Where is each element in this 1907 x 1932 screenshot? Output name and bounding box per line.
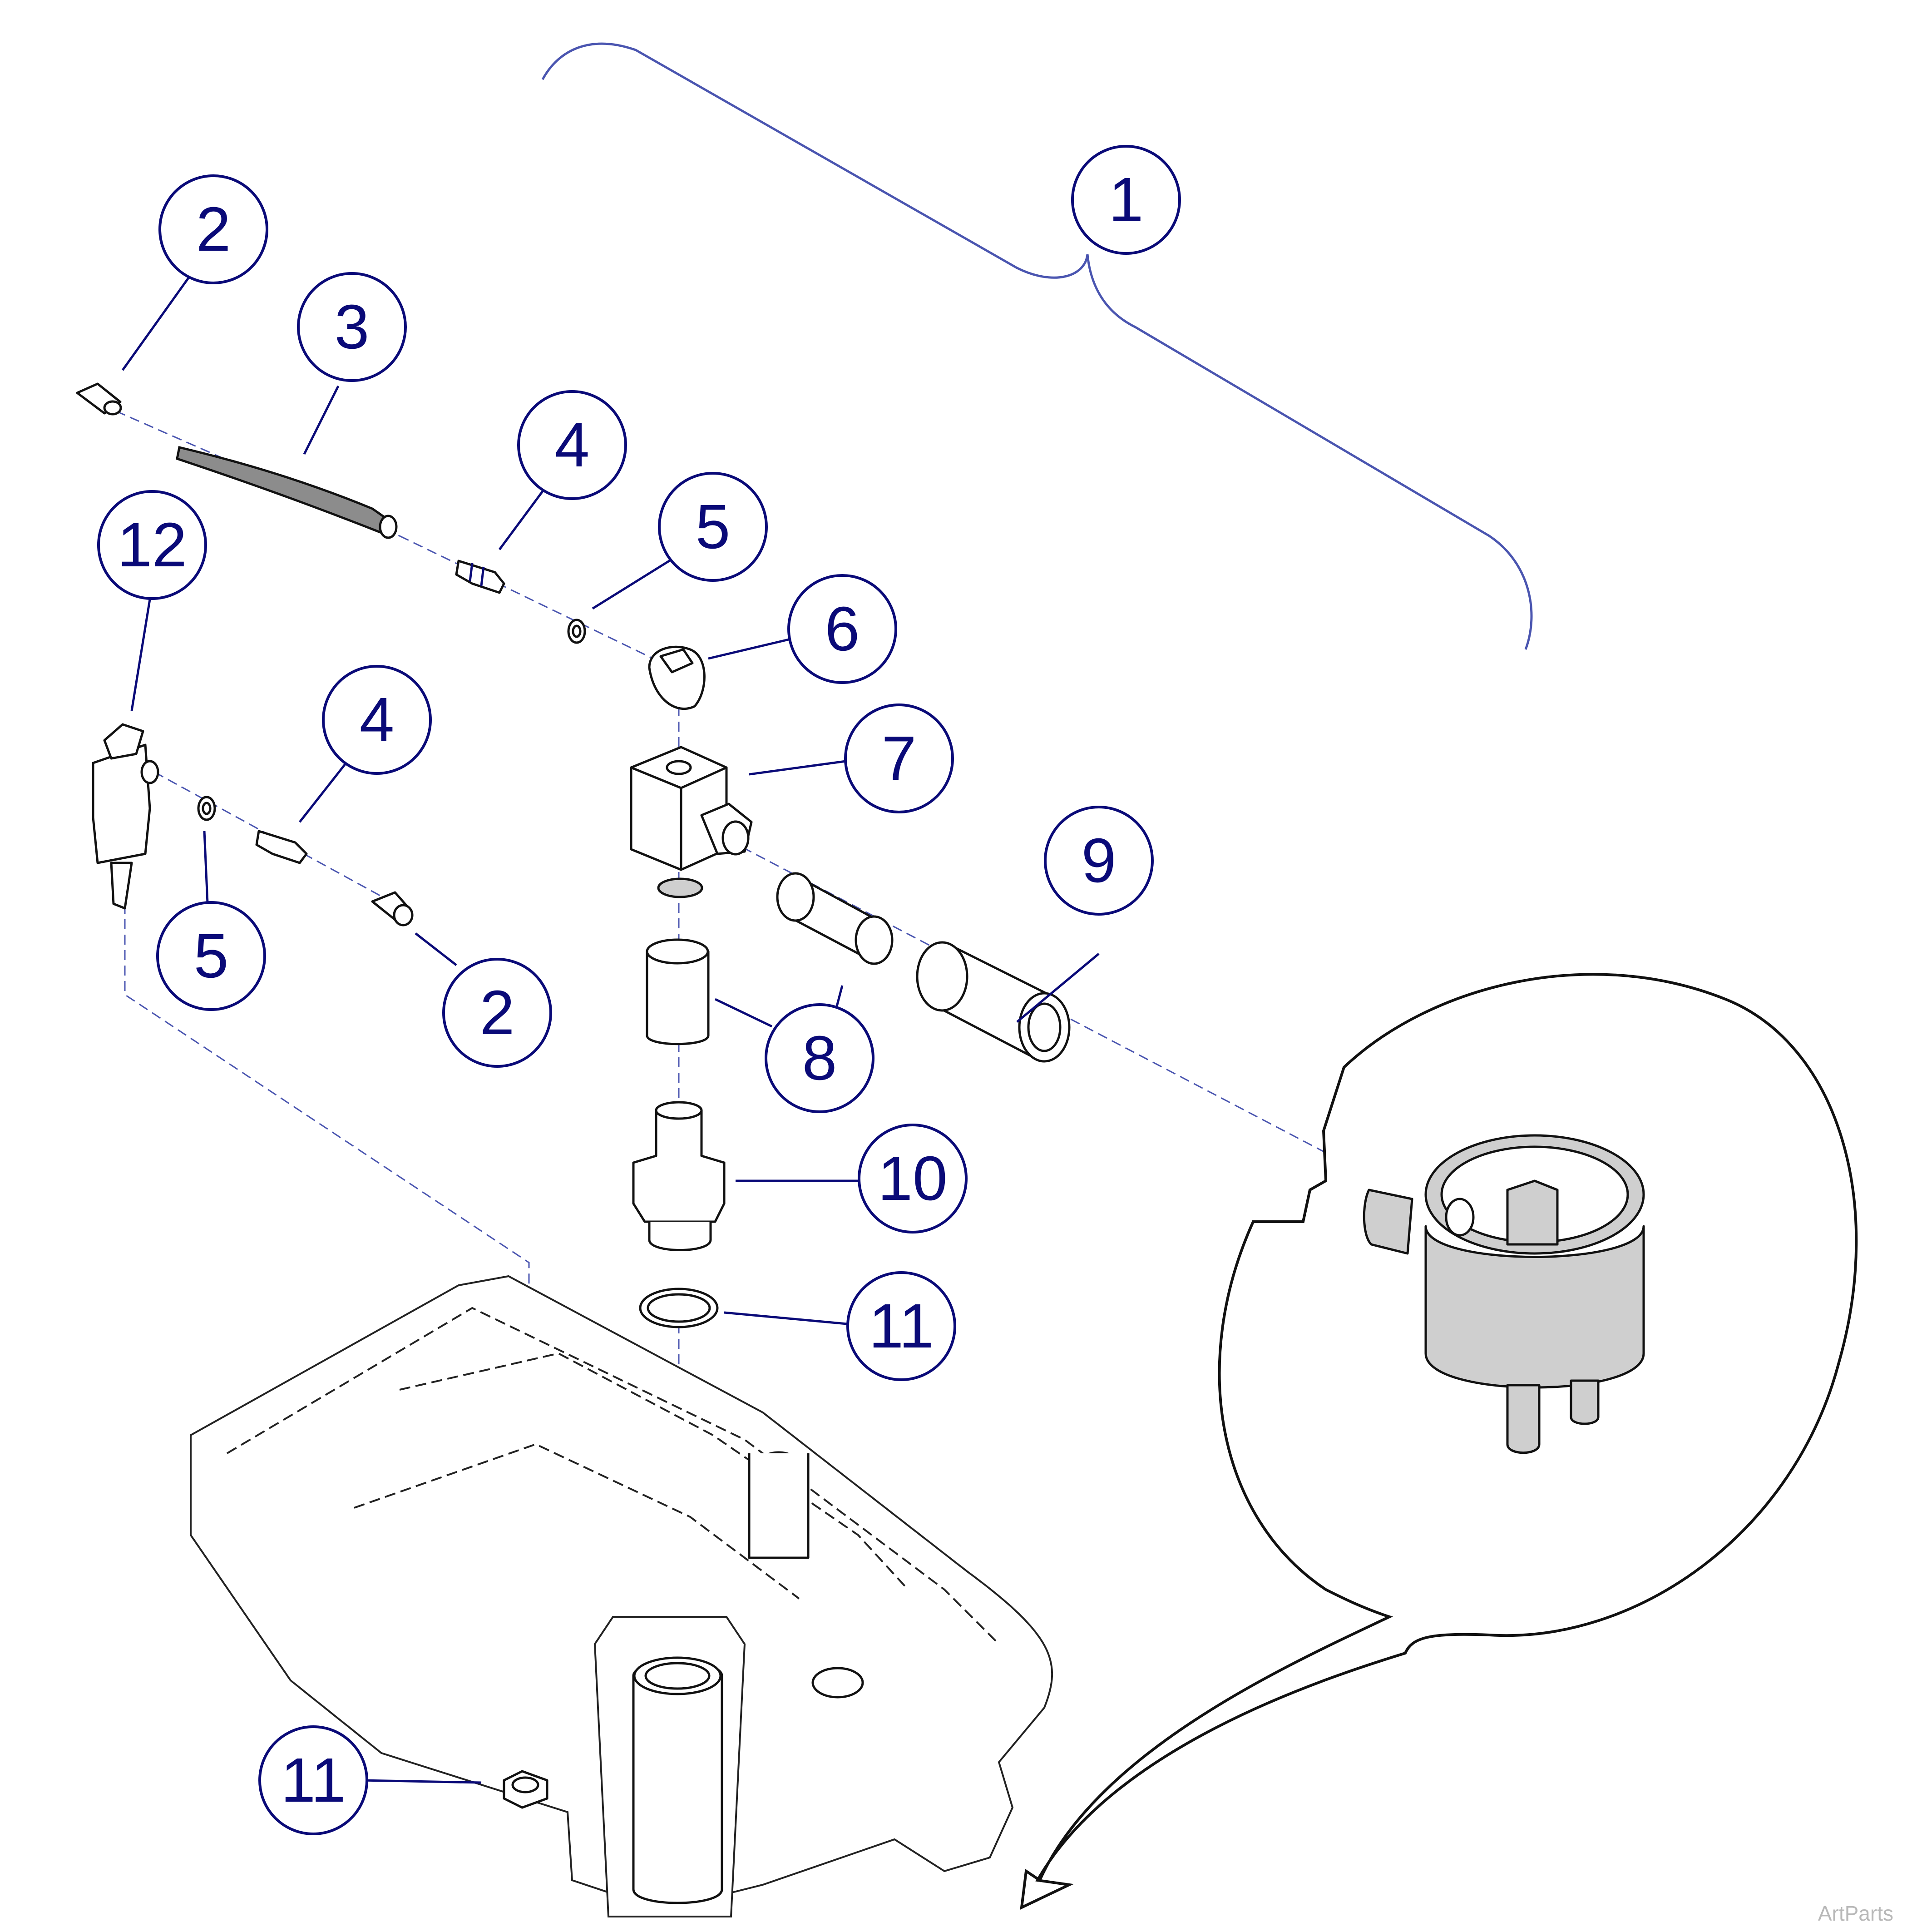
elbow-nut-part — [648, 645, 706, 710]
svg-text:11: 11 — [869, 1291, 934, 1361]
callout-7: 7 — [844, 703, 954, 813]
callout-10: 10 — [858, 1124, 968, 1234]
callout-2-left: 2 — [442, 958, 552, 1068]
svg-text:4: 4 — [555, 410, 590, 480]
callout-1: 1 — [1071, 145, 1181, 255]
leader-arrow-5-top — [592, 555, 677, 610]
leader-arrow-3 — [303, 385, 340, 455]
callout-3: 3 — [297, 272, 407, 382]
svg-text:2: 2 — [196, 194, 231, 264]
svg-text:12: 12 — [117, 510, 187, 580]
svg-text:6: 6 — [825, 594, 860, 664]
washer-part-top — [567, 619, 586, 644]
svg-text:11: 11 — [281, 1745, 346, 1815]
coupling-part — [916, 941, 1071, 1063]
callout-2-top: 2 — [158, 174, 268, 284]
callout-11-center: 11 — [846, 1271, 956, 1381]
svg-text:7: 7 — [882, 723, 917, 793]
svg-text:8: 8 — [802, 1023, 837, 1093]
block-body-part — [630, 746, 753, 898]
leader-arrow-9 — [1016, 953, 1100, 1023]
base-housing — [190, 1275, 1053, 1917]
svg-text:1: 1 — [1109, 165, 1144, 235]
callout-12: 12 — [97, 490, 207, 600]
callout-balloons: 1 2 3 4 5 6 12 4 7 9 5 2 8 10 11 11 — [97, 145, 1181, 1835]
leader-arrow-2-left — [415, 932, 457, 966]
sleeve-part-angled — [776, 872, 894, 965]
washer-part-left — [197, 796, 216, 821]
svg-text:3: 3 — [335, 292, 370, 362]
callout-8: 8 — [765, 1003, 874, 1113]
svg-text:5: 5 — [194, 921, 229, 991]
svg-text:9: 9 — [1082, 826, 1117, 896]
hose-barb-fitting-left — [255, 830, 308, 864]
callout-5-top: 5 — [658, 472, 768, 582]
leader-arrow-8-vertical — [714, 998, 773, 1028]
sleeve-part-vertical — [646, 938, 710, 1045]
callout-6: 6 — [787, 574, 897, 684]
watermark-text: ArtParts — [1818, 1902, 1893, 1925]
leader-arrow-12 — [130, 599, 151, 711]
callout-4-top: 4 — [517, 390, 627, 500]
sleeve-part-left — [371, 891, 414, 926]
leader-arrows — [121, 274, 1100, 1784]
leader-arrow-11-bottom — [361, 1779, 482, 1784]
svg-text:5: 5 — [696, 492, 731, 562]
tubing-part — [176, 446, 398, 539]
leader-arrow-4-top — [498, 487, 546, 550]
leader-arrow-4-left — [299, 758, 351, 823]
svg-text:2: 2 — [480, 978, 515, 1048]
valve-part — [92, 723, 159, 910]
detail-zoom-bubble — [1020, 973, 1858, 1910]
callout-4-left: 4 — [322, 665, 432, 775]
svg-text:10: 10 — [878, 1144, 948, 1214]
svg-text:4: 4 — [360, 685, 395, 755]
callout-5-left: 5 — [156, 901, 266, 1011]
callout-11-bottom: 11 — [258, 1725, 368, 1835]
leader-arrow-2-top — [121, 274, 192, 371]
leader-arrow-7 — [749, 759, 850, 776]
callout-9: 9 — [1044, 806, 1154, 916]
assembly-bracket — [541, 42, 1533, 650]
leader-arrow-6 — [708, 637, 795, 660]
o-ring-part — [639, 1288, 719, 1328]
sleeve-part-top — [76, 382, 122, 416]
barbed-adapter-part — [632, 1101, 726, 1251]
leader-arrow-11-center — [724, 1311, 847, 1325]
hose-barb-fitting-top — [455, 560, 505, 594]
